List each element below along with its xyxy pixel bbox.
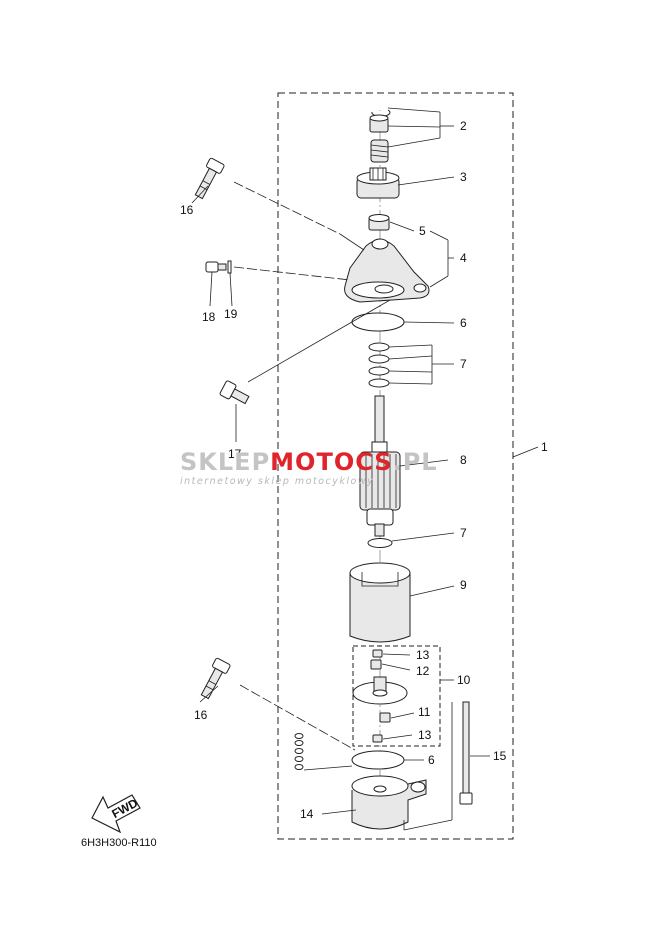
callout-13-upper: 13 <box>416 648 430 662</box>
diagram-code: 6H3H300-R110 <box>81 837 157 849</box>
callout-12: 12 <box>416 664 430 678</box>
bolt-17-part <box>219 380 250 405</box>
callout-15: 15 <box>493 749 507 763</box>
small-hardware-stack-part <box>294 733 304 770</box>
spring-13-upper-part <box>372 649 383 658</box>
spring-13-lower-part <box>372 734 383 743</box>
brush-plate-part <box>352 676 408 705</box>
watermark-brand-a: SKLEP <box>180 448 270 476</box>
callout-4: 4 <box>460 251 467 265</box>
washer-lower-part <box>367 538 393 548</box>
bolt-16-upper-part <box>194 157 225 200</box>
callout-6-lower: 6 <box>428 753 435 767</box>
through-bolt-part <box>459 701 473 805</box>
spring-part <box>370 139 389 163</box>
yoke-part <box>349 562 411 643</box>
callout-7-lower: 7 <box>460 526 467 540</box>
callout-5: 5 <box>419 224 426 238</box>
callout-14: 14 <box>300 807 314 821</box>
callout-9: 9 <box>460 578 467 592</box>
callout-13-lower: 13 <box>418 728 432 742</box>
callout-16-upper: 16 <box>180 203 194 217</box>
screw-18-part <box>205 261 227 273</box>
callout-6-upper: 6 <box>460 316 467 330</box>
watermark-brand-b: MOTO <box>270 448 355 476</box>
callout-8: 8 <box>460 453 467 467</box>
brush-holder-boundary <box>352 645 441 747</box>
pinion-part <box>356 167 400 199</box>
watermark-brand-d: .PL <box>393 448 438 476</box>
callout-2: 2 <box>460 119 467 133</box>
watermark-brand-c: CS <box>355 448 392 476</box>
watermark-logo: SKLEPMOTOCS.PL internetowy sklep motocyk… <box>180 448 438 487</box>
callout-17: 17 <box>228 447 242 461</box>
rear-bracket-part <box>351 775 427 830</box>
brush-11-part <box>379 712 391 723</box>
watermark-tagline: internetowy sklep motocyklowy <box>180 476 374 487</box>
callout-10: 10 <box>457 673 471 687</box>
callout-7-stack: 7 <box>460 357 467 371</box>
callout-1: 1 <box>541 440 548 454</box>
callout-16-lower: 16 <box>194 708 208 722</box>
collar-part <box>369 114 389 133</box>
fwd-label: FWD <box>109 796 140 821</box>
o-ring-lower-part <box>351 750 405 770</box>
washer-19-part <box>227 260 232 274</box>
callout-18: 18 <box>202 310 216 324</box>
armature-part <box>359 395 401 537</box>
o-ring-upper-part <box>351 312 405 332</box>
leader-lines <box>191 107 539 831</box>
assembly-boundary <box>277 92 514 840</box>
brush-12-part <box>370 659 382 670</box>
fwd-arrow-icon <box>91 794 141 834</box>
callout-3: 3 <box>460 170 467 184</box>
callout-11: 11 <box>418 705 431 719</box>
callout-19: 19 <box>224 307 238 321</box>
washer-stack-part <box>368 342 390 388</box>
svg-text:SKLEPMOTOCS.PL: SKLEPMOTOCS.PL <box>180 448 438 476</box>
front-bracket-part <box>344 238 430 303</box>
bolt-16-lower-part <box>200 657 231 700</box>
bushing-part <box>368 214 390 231</box>
